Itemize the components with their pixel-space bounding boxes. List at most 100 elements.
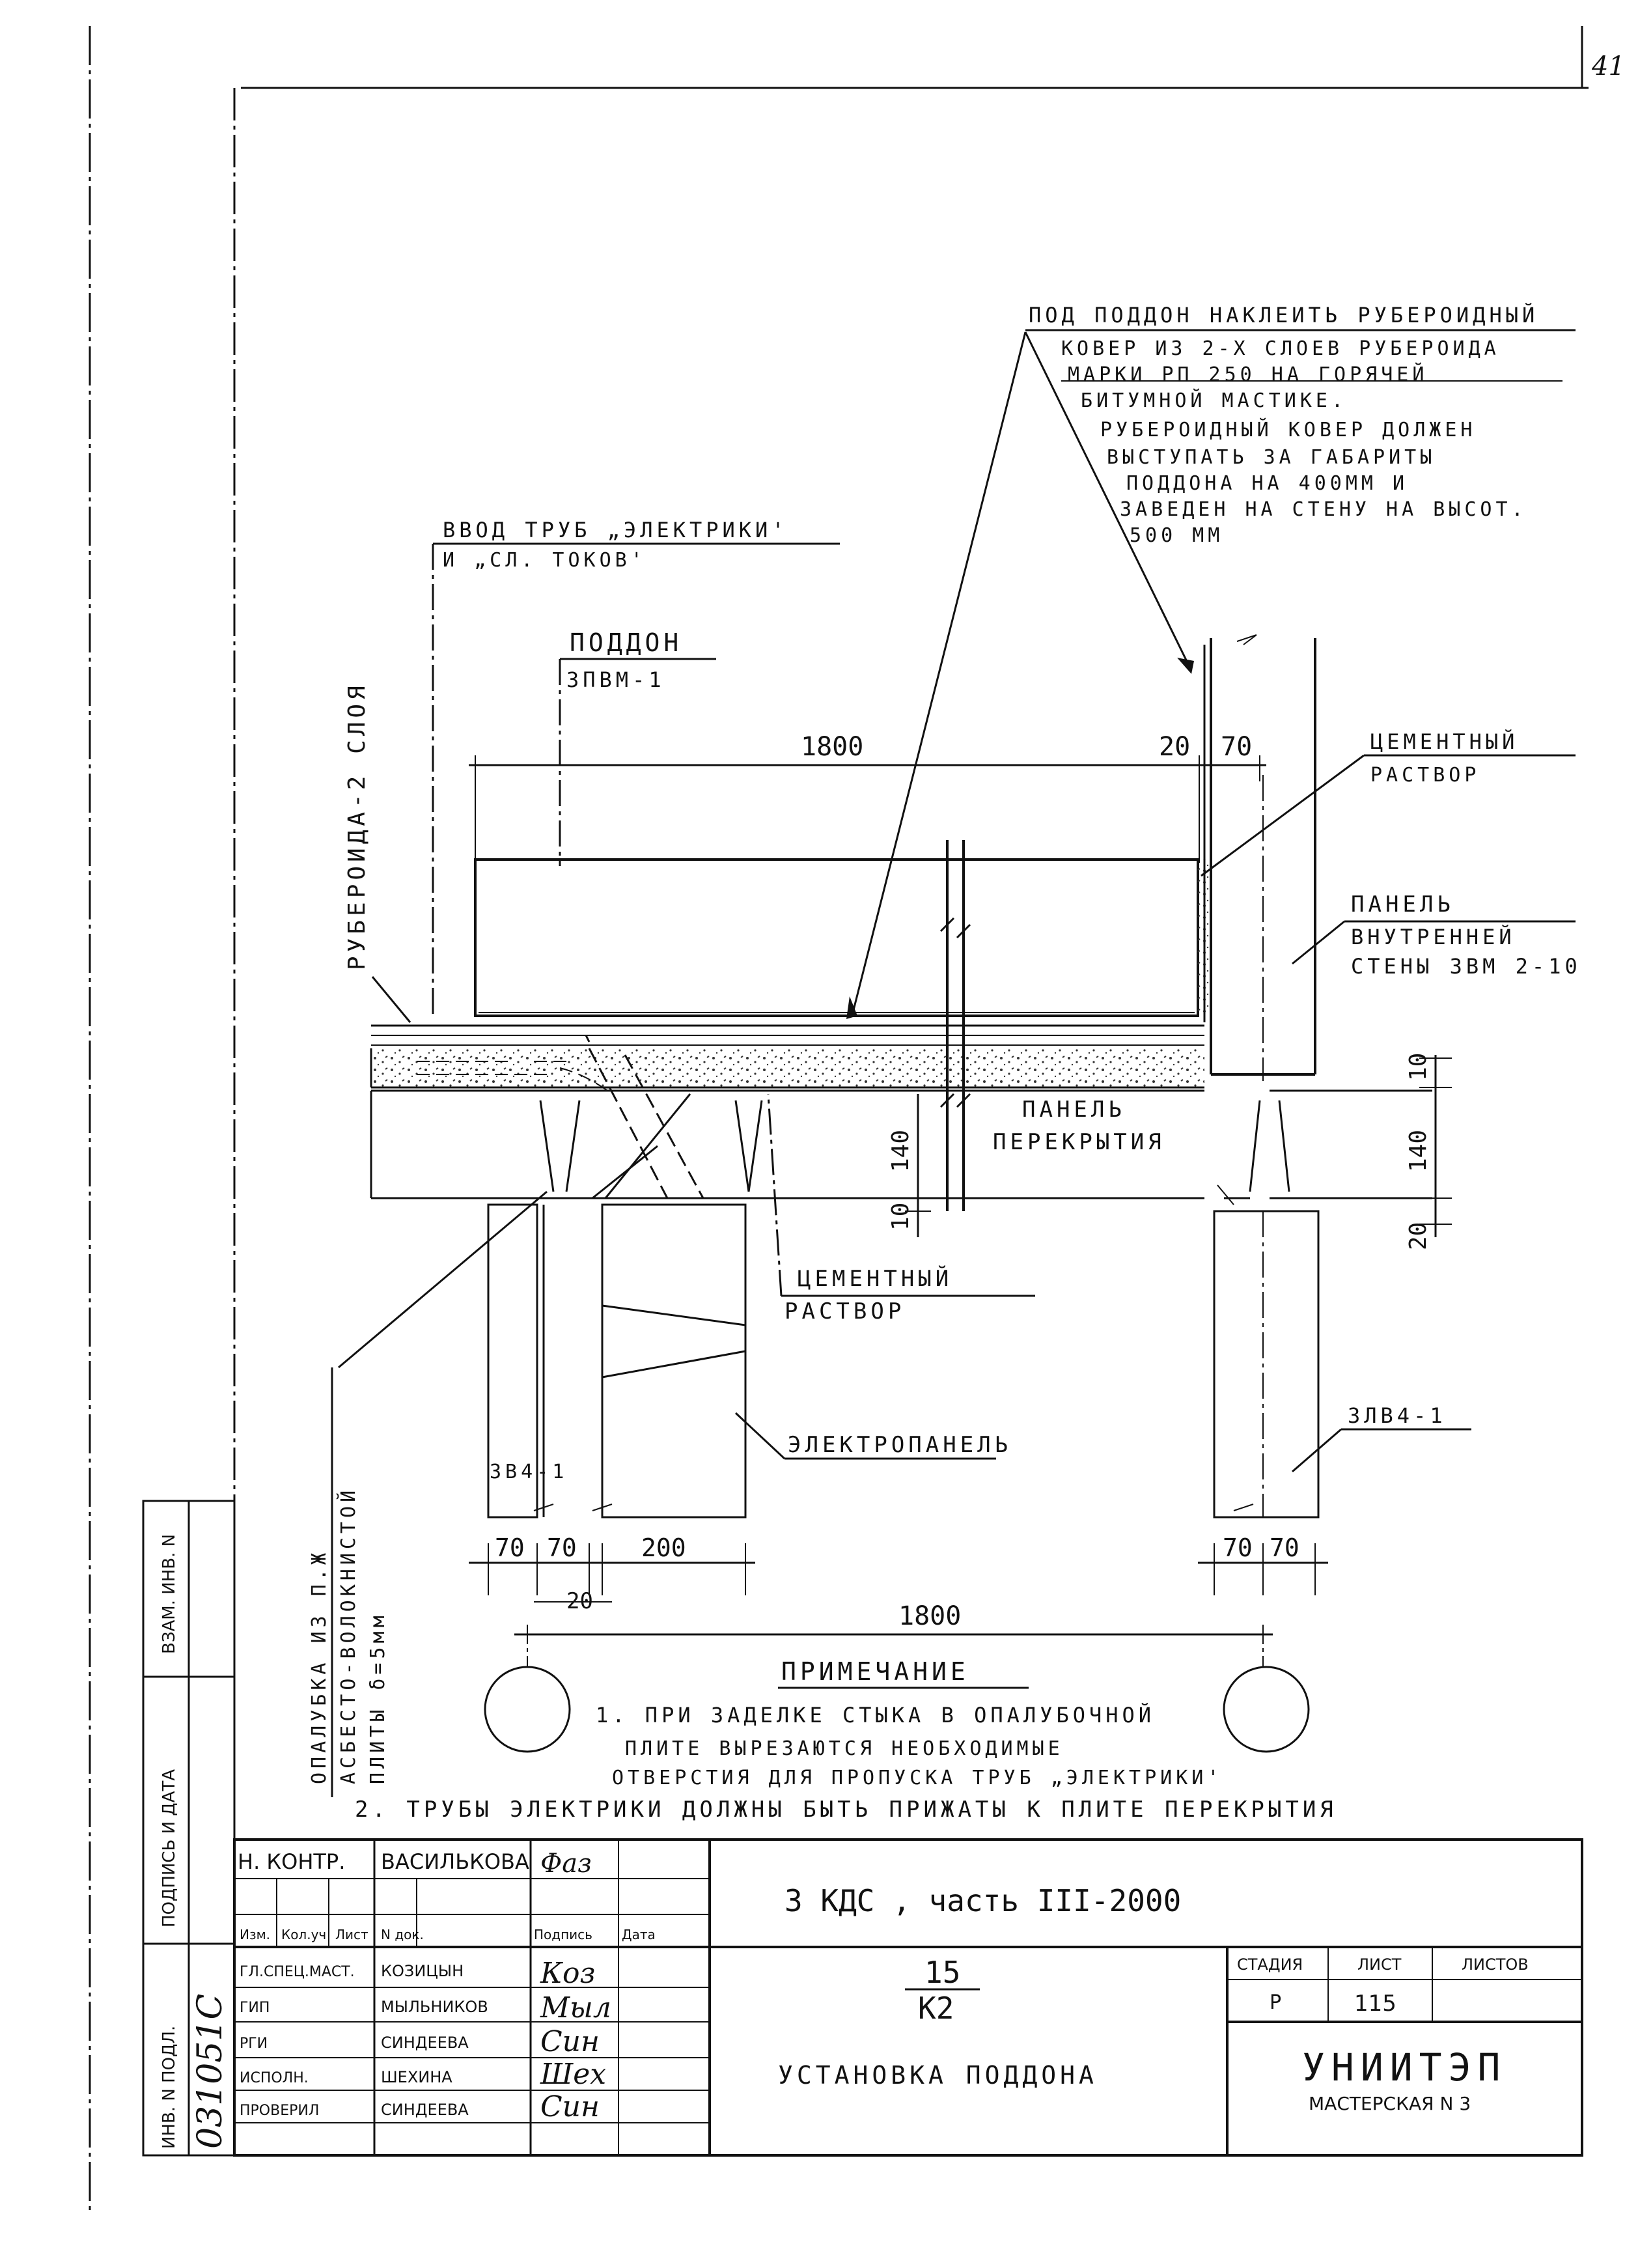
sheet-label: ЛИСТ <box>1357 1955 1402 1974</box>
stage-value: Р <box>1270 1991 1281 2014</box>
project-title: 3 КДС , часть III-2000 <box>785 1883 1181 1918</box>
org-name: УНИИТЭП <box>1302 2045 1507 2090</box>
section-drawing <box>370 634 1452 1753</box>
hdr-data: Дата <box>622 1927 656 1942</box>
title-block-text: Н. КОНТР. ВАСИЛЬКОВА Фаз Изм. Кол.уч Лис… <box>238 1849 1529 2123</box>
note-1c: ОТВЕРСТИЯ ДЛЯ ПРОПУСКА ТРУБ „ЭЛЕКТРИКИ' <box>612 1767 1223 1789</box>
pipe-entry-callout: ВВОД ТРУБ „ЭЛЕКТРИКИ' И „СЛ. ТОКОВ' <box>432 518 840 1016</box>
cement-bottom-2: РАСТВОР <box>785 1298 905 1324</box>
dim-b70d: 70 <box>1270 1533 1299 1562</box>
wall-left-label: 3В4-1 <box>490 1461 568 1483</box>
dim-b20: 20 <box>566 1588 593 1614</box>
roofing-callout: РУБЕРОИДА-2 СЛОЯ <box>344 682 411 1023</box>
formwork-3: ПЛИТЫ δ=5мм <box>367 1612 389 1784</box>
callout-line-1: ПОД ПОДДОН НАКЛЕИТЬ РУБЕРОИДНЫЙ <box>1029 303 1538 328</box>
callout-line-7: ПОДДОНА НА 400ММ И <box>1126 472 1408 495</box>
cement-top-2: РАСТВОР <box>1370 764 1480 787</box>
stamp-inv: ИНВ. N ПОДЛ. <box>160 2026 179 2149</box>
dim-b200: 200 <box>641 1533 686 1562</box>
pipe-entry-line-2: И „СЛ. ТОКОВ' <box>443 549 646 572</box>
stamp-vzam: ВЗАМ. ИНВ. N <box>160 1534 179 1654</box>
tray-callout: ПОДДОН 3ПВМ-1 <box>559 628 716 866</box>
side-stamp <box>142 1500 236 2157</box>
note-1: 1. ПРИ ЗАДЕЛКЕ СТЫКА В ОПАЛУБОЧНОЙ <box>596 1703 1155 1728</box>
notes: ПРИМЕЧАНИЕ 1. ПРИ ЗАДЕЛКЕ СТЫКА В ОПАЛУБ… <box>355 1657 1337 1823</box>
floor-panel-1: ПАНЕЛЬ <box>1022 1097 1126 1123</box>
inner-panel-1: ПАНЕЛЬ <box>1351 891 1454 917</box>
dim-h10-top: 10 <box>1405 1053 1432 1081</box>
note-2: 2. ТРУБЫ ЭЛЕКТРИКИ ДОЛЖНЫ БЫТЬ ПРИЖАТЫ К… <box>355 1797 1337 1823</box>
dim-h140-left: 140 <box>887 1130 914 1172</box>
callout-line-8: ЗАВЕДЕН НА СТЕНУ НА ВЫСОТ. <box>1120 498 1527 521</box>
hdr-podpis: Подпись <box>534 1927 592 1942</box>
dim-axis-1800: 1800 <box>898 1601 961 1631</box>
formwork-1: ОПАЛУБКА ИЗ П.Ж <box>308 1549 331 1784</box>
dim-h20-right: 20 <box>1405 1222 1432 1250</box>
callout-line-9: 500 ММ <box>1130 524 1223 547</box>
cement-top-1: ЦЕМЕНТНЫЙ <box>1370 729 1518 754</box>
callout-line-2: КОВЕР ИЗ 2-Х СЛОЕВ РУБЕРОИДА <box>1061 337 1500 360</box>
pipe-entry-line-1: ВВОД ТРУБ „ЭЛЕКТРИКИ' <box>443 518 788 542</box>
nkontr-role: Н. КОНТР. <box>238 1849 345 1874</box>
dim-h10-left: 10 <box>887 1203 914 1231</box>
row-1-name: КОЗИЦЫН <box>381 1962 464 1980</box>
drawing-title: УСТАНОВКА ПОДДОНА <box>778 2061 1098 2090</box>
tray-label: ПОДДОН <box>570 628 682 657</box>
dim-b70c: 70 <box>1223 1533 1253 1562</box>
sheet-code-top: 15 <box>924 1955 960 1990</box>
title-block <box>233 1838 1583 2157</box>
el-panel-label: ЭЛЕКТРОПАНЕЛЬ <box>788 1432 1012 1458</box>
row-5-role: ПРОВЕРИЛ <box>240 2103 319 2119</box>
wall-right-label: 3ЛВ4-1 <box>1348 1403 1447 1428</box>
formwork-2: АСБЕСТО-ВОЛОКНИСТОЙ <box>337 1487 360 1784</box>
hdr-list: Лист <box>335 1927 368 1942</box>
sign-5: Син <box>540 2090 600 2123</box>
row-3-name: СИНДЕЕВА <box>381 2034 469 2052</box>
callout-line-3: МАРКИ РП 250 НА ГОРЯЧЕЙ <box>1068 363 1428 386</box>
stamp-podpis: ПОДПИСЬ И ДАТА <box>160 1769 179 1927</box>
tray-mark: 3ПВМ-1 <box>566 667 665 692</box>
hdr-kol: Кол.уч <box>281 1927 326 1942</box>
dim-tray-width: 1800 <box>801 732 863 762</box>
sign-3: Син <box>540 2025 600 2058</box>
row-3-role: РГИ <box>240 2036 268 2052</box>
org-sub: МАСТЕРСКАЯ N 3 <box>1309 2093 1471 2114</box>
lower-callouts: ЦЕМЕНТНЫЙ РАСТВОР ЭЛЕКТРОПАНЕЛЬ 3В4-1 ОП… <box>308 1093 1035 1797</box>
sheets-label: ЛИСТОВ <box>1462 1955 1529 1974</box>
sheet-code-bottom: К2 <box>918 1991 954 2026</box>
hdr-ndok: N док. <box>381 1927 424 1942</box>
sign-2: Мыл <box>540 1991 611 2024</box>
row-5-name: СИНДЕЕВА <box>381 2101 469 2119</box>
dim-b70b: 70 <box>547 1533 577 1562</box>
floor-panel-2: ПЕРЕКРЫТИЯ <box>993 1129 1165 1155</box>
nkontr-name: ВАСИЛЬКОВА <box>381 1849 529 1874</box>
sign-4: Шех <box>540 2058 606 2091</box>
row-2-name: МЫЛЬНИКОВ <box>381 1998 488 2016</box>
right-callouts: ЦЕМЕНТНЫЙ РАСТВОР ПАНЕЛЬ ВНУТРЕННЕЙ СТЕН… <box>993 729 1581 1473</box>
dimension-labels: 1800 20 70 10 140 20 140 10 70 70 200 20… <box>495 732 1432 1631</box>
sign-1: Коз <box>540 1957 596 1990</box>
notes-title: ПРИМЕЧАНИЕ <box>781 1657 969 1686</box>
nkontr-sign: Фаз <box>540 1849 592 1879</box>
inner-panel-2: ВНУТРЕННЕЙ <box>1351 925 1516 949</box>
inner-panel-3: СТЕНЫ 3ВМ 2-10 <box>1351 954 1581 979</box>
callout-line-5: РУБЕРОИДНЫЙ КОВЕР ДОЛЖЕН <box>1100 418 1476 441</box>
row-4-name: ШЕХИНА <box>381 2068 452 2086</box>
roofing-label: РУБЕРОИДА-2 СЛОЯ <box>344 682 370 970</box>
page-number: 41 <box>1591 51 1625 81</box>
dim-b70a: 70 <box>495 1533 525 1562</box>
dim-h140-right: 140 <box>1405 1130 1432 1172</box>
note-1b: ПЛИТЕ ВЫРЕЗАЮТСЯ НЕОБХОДИМЫЕ <box>625 1737 1064 1760</box>
stamp-inv-number: 031051С <box>191 1994 230 2149</box>
dim-wall-70: 70 <box>1221 732 1252 762</box>
row-1-role: ГЛ.СПЕЦ.МАСТ. <box>240 1964 355 1980</box>
sheet-value: 115 <box>1354 1991 1396 2017</box>
dim-gap-20: 20 <box>1159 732 1190 762</box>
callout-line-4: БИТУМНОЙ МАСТИКЕ. <box>1081 389 1347 412</box>
tray-body <box>474 858 1199 1017</box>
callout-line-6: ВЫСТУПАТЬ ЗА ГАБАРИТЫ <box>1107 446 1436 469</box>
hdr-izm: Изм. <box>240 1927 270 1942</box>
cement-bottom-1: ЦЕМЕНТНЫЙ <box>798 1265 952 1292</box>
row-2-role: ГИП <box>240 2000 270 2016</box>
